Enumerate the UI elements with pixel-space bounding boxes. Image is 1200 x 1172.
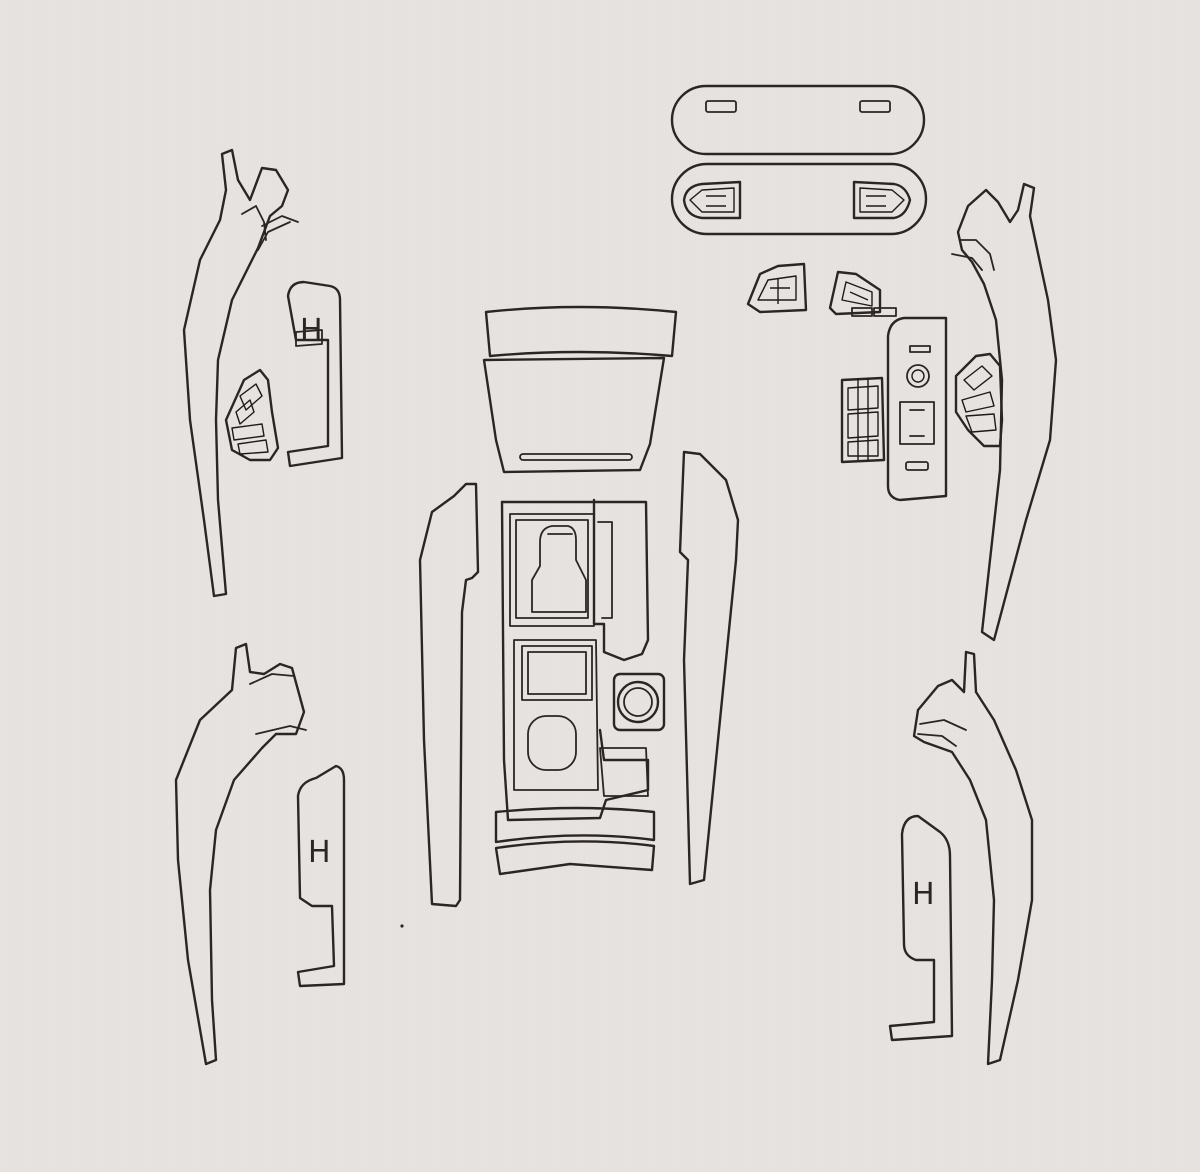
roof-console-panel-bottom — [670, 162, 928, 236]
roof-console-panel-top — [670, 84, 926, 156]
console-lower-bezel-lower — [494, 840, 656, 876]
front-left-armrest-panel: H — [286, 280, 344, 468]
rear-right-door-trim — [912, 650, 1034, 1066]
shifter-surround — [500, 498, 650, 822]
control-knob-ring — [612, 672, 666, 732]
rear-left-door-trim — [174, 642, 307, 1066]
front-right-switch-panel — [886, 316, 948, 502]
cup-holder-surround — [513, 639, 649, 797]
mirror-switch-piece-right — [828, 270, 897, 317]
mirror-switch-piece-left — [746, 262, 808, 314]
center-console-side-left — [418, 482, 480, 908]
center-console-side-right — [678, 450, 740, 886]
console-lower-bezel-upper — [494, 806, 656, 844]
panel-mark-h: H — [912, 877, 935, 912]
front-left-window-switch — [224, 368, 280, 462]
stray-dot — [400, 924, 404, 928]
center-console-upper-panel — [482, 356, 666, 474]
rear-window-switch-block — [840, 376, 886, 464]
rear-left-armrest-panel: H — [296, 764, 346, 988]
panel-mark-h: H — [300, 313, 323, 348]
center-console-top-bezel — [484, 305, 678, 358]
rear-right-armrest-panel: H — [888, 814, 954, 1042]
front-right-window-switch — [954, 352, 1004, 448]
front-left-door-trim — [182, 148, 299, 598]
panel-mark-h: H — [308, 835, 331, 870]
